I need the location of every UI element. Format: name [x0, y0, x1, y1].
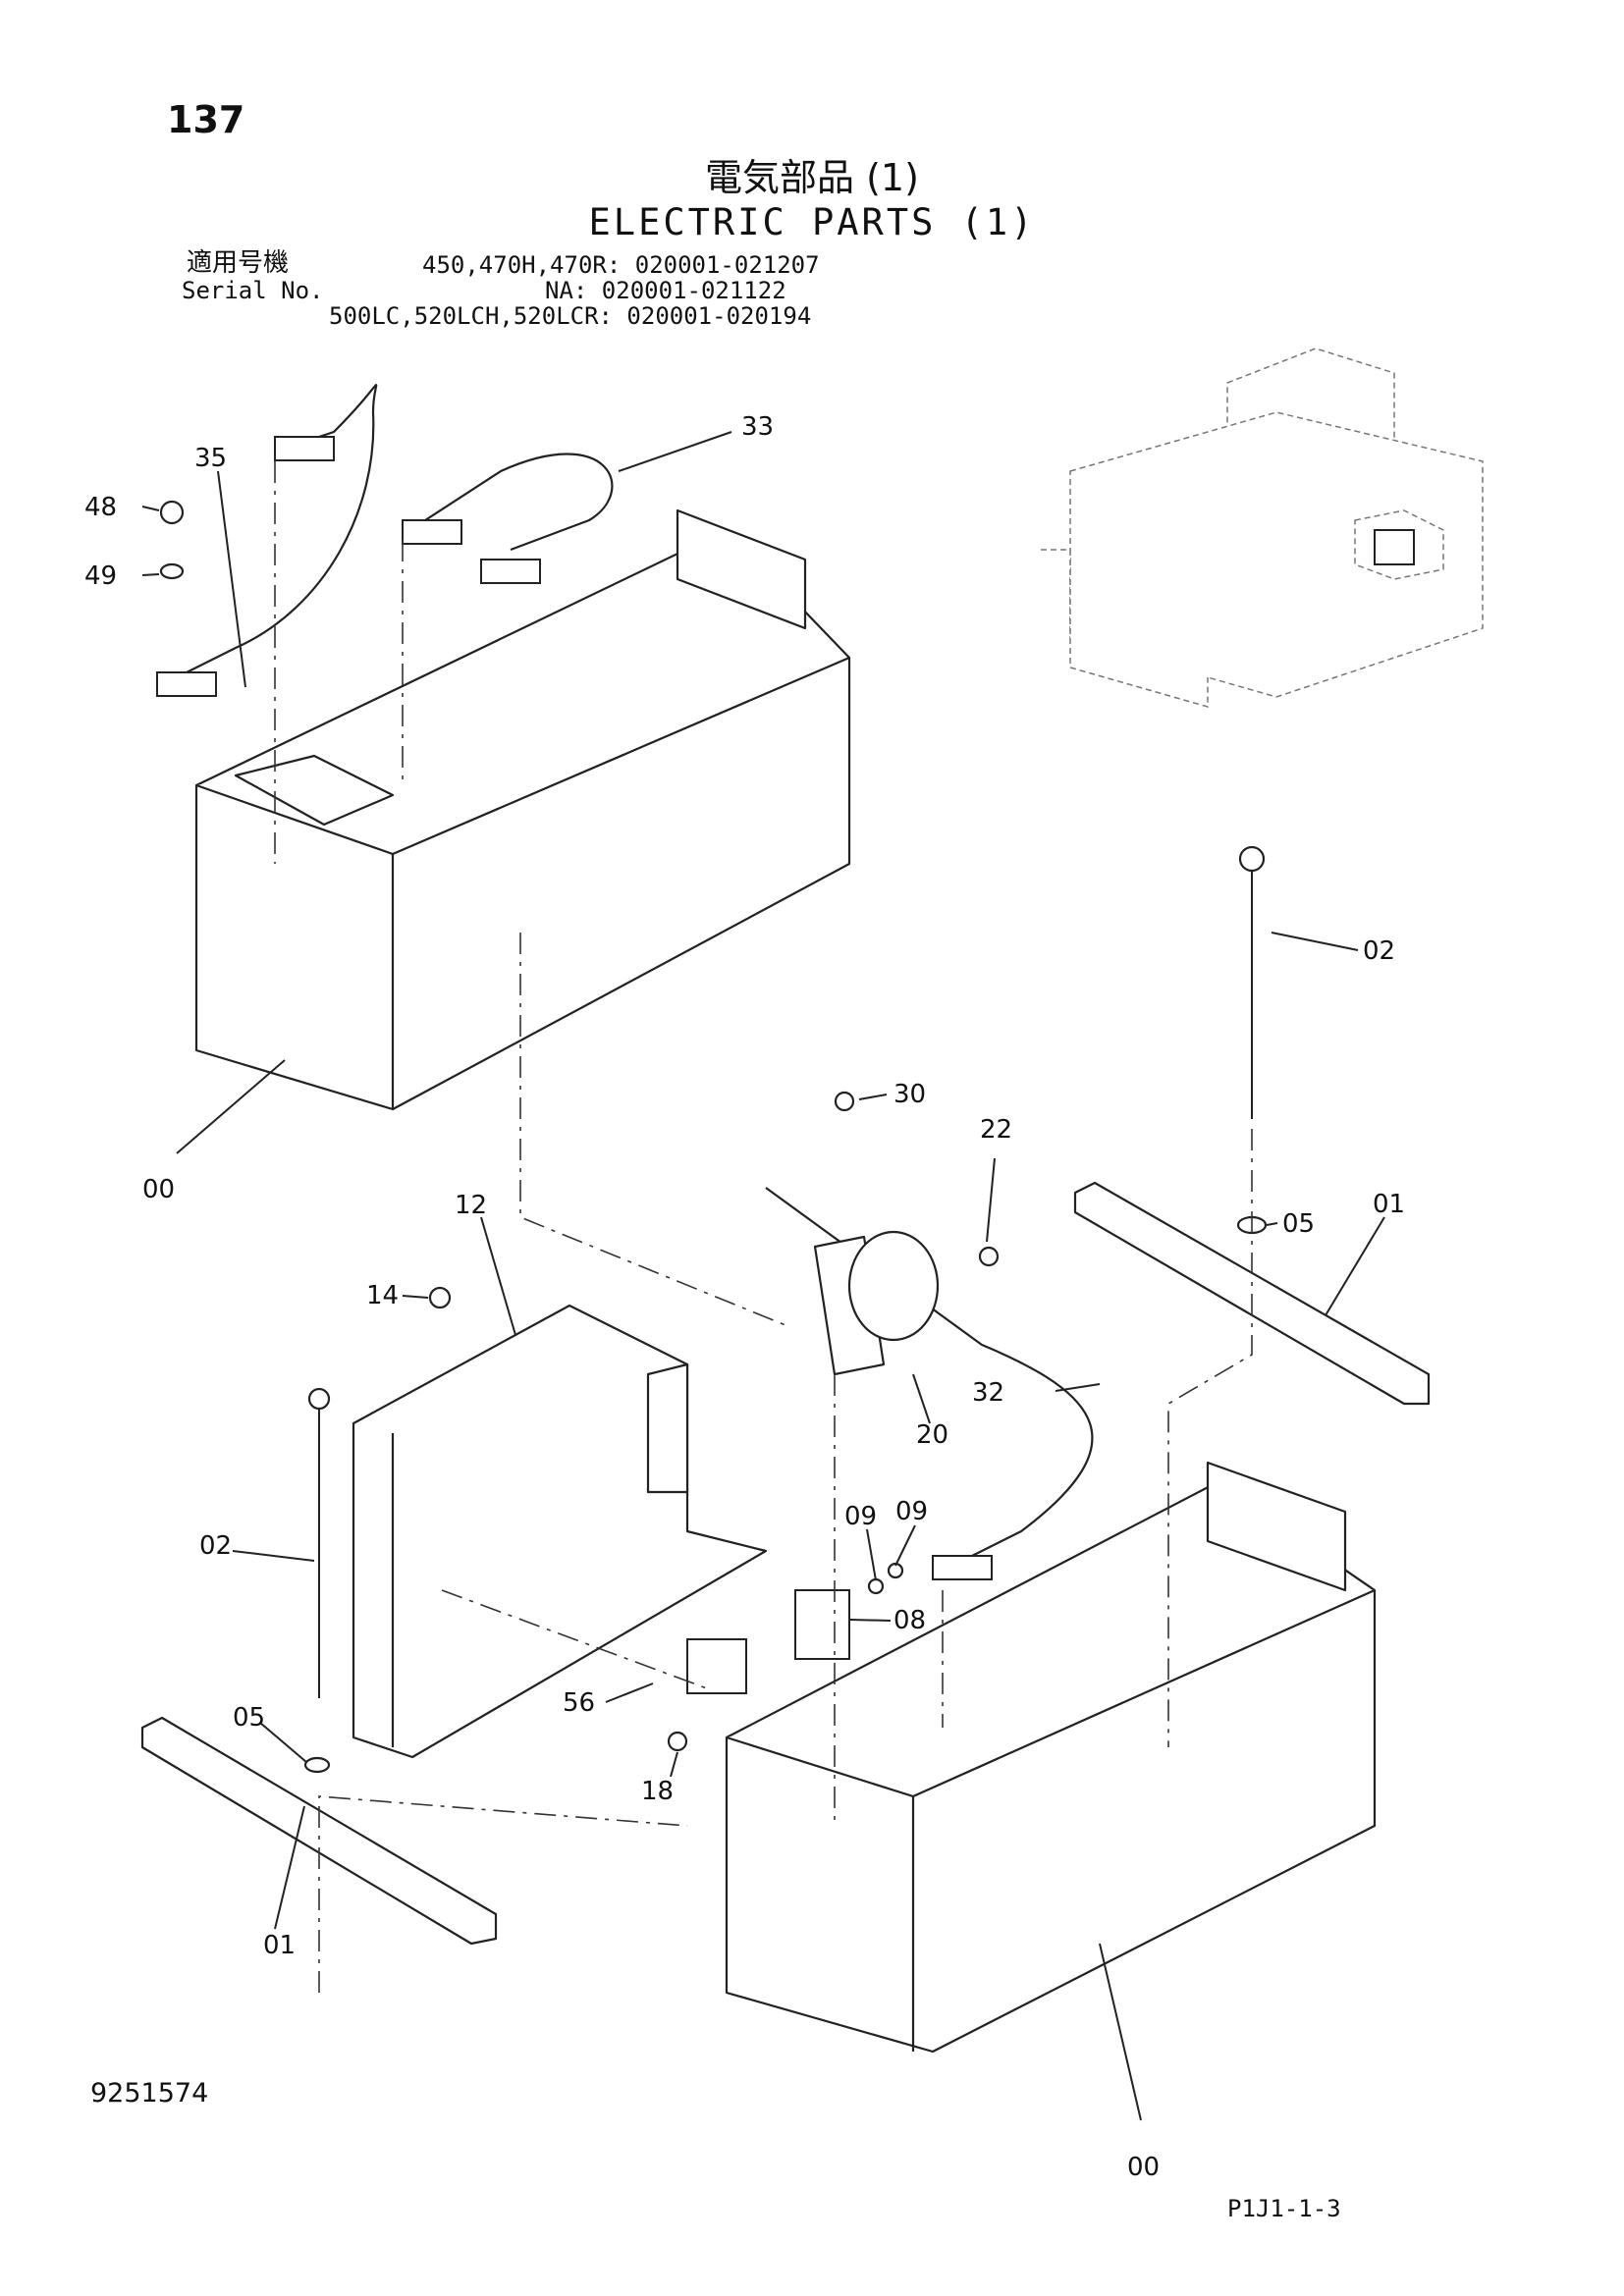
callout-33: 33: [741, 412, 775, 442]
battery-lower: [725, 1461, 1377, 2054]
callout-09-right: 09: [895, 1497, 929, 1526]
callout-05-left: 05: [233, 1703, 266, 1733]
callout-14: 14: [366, 1281, 400, 1310]
callout-56: 56: [563, 1688, 596, 1718]
callout-32: 32: [972, 1378, 1005, 1408]
callout-05-right: 05: [1282, 1209, 1316, 1239]
page-code: P1J1-1-3: [1227, 2195, 1341, 2222]
callout-08: 08: [893, 1606, 927, 1635]
machine-overview-illustration: [1041, 347, 1484, 708]
callout-02-right: 02: [1363, 936, 1396, 966]
serial-row-2: NA: 020001-021122: [545, 277, 786, 304]
callout-30: 30: [893, 1080, 927, 1109]
title-english: ELECTRIC PARTS (1): [588, 201, 1036, 243]
serial-label-japanese: 適用号機: [187, 248, 290, 278]
callout-22: 22: [980, 1115, 1013, 1145]
callout-35: 35: [194, 444, 228, 473]
callout-18: 18: [641, 1777, 675, 1806]
title-japanese: 電気部品 (1): [705, 156, 919, 199]
callout-12: 12: [455, 1191, 488, 1220]
serial-row-3: 500LC,520LCH,520LCR: 020001-020194: [329, 302, 812, 330]
page-number: 137: [167, 98, 245, 141]
callout-02-left: 02: [199, 1531, 233, 1561]
callout-20: 20: [916, 1420, 949, 1450]
battery-tray: [352, 1304, 768, 1759]
long-bolts: [303, 845, 1268, 1774]
serial-row-1: 450,470H,470R: 020001-021207: [422, 251, 820, 279]
document-number: 9251574: [90, 2078, 209, 2109]
callout-01-right: 01: [1373, 1190, 1406, 1219]
callout-49: 49: [84, 561, 118, 591]
battery-upper: [194, 508, 851, 1111]
callout-01-left: 01: [263, 1931, 297, 1960]
callout-00-lower: 00: [1127, 2153, 1161, 2182]
serial-label-english: Serial No.: [182, 277, 324, 304]
rails: [140, 1181, 1431, 1946]
alignment-centerlines: [274, 461, 1253, 1993]
callout-09-left: 09: [844, 1502, 878, 1531]
horn-and-relays: [686, 1230, 940, 1694]
callout-48: 48: [84, 493, 118, 522]
leader-lines: [141, 431, 1385, 2121]
callout-00-upper: 00: [142, 1175, 176, 1204]
